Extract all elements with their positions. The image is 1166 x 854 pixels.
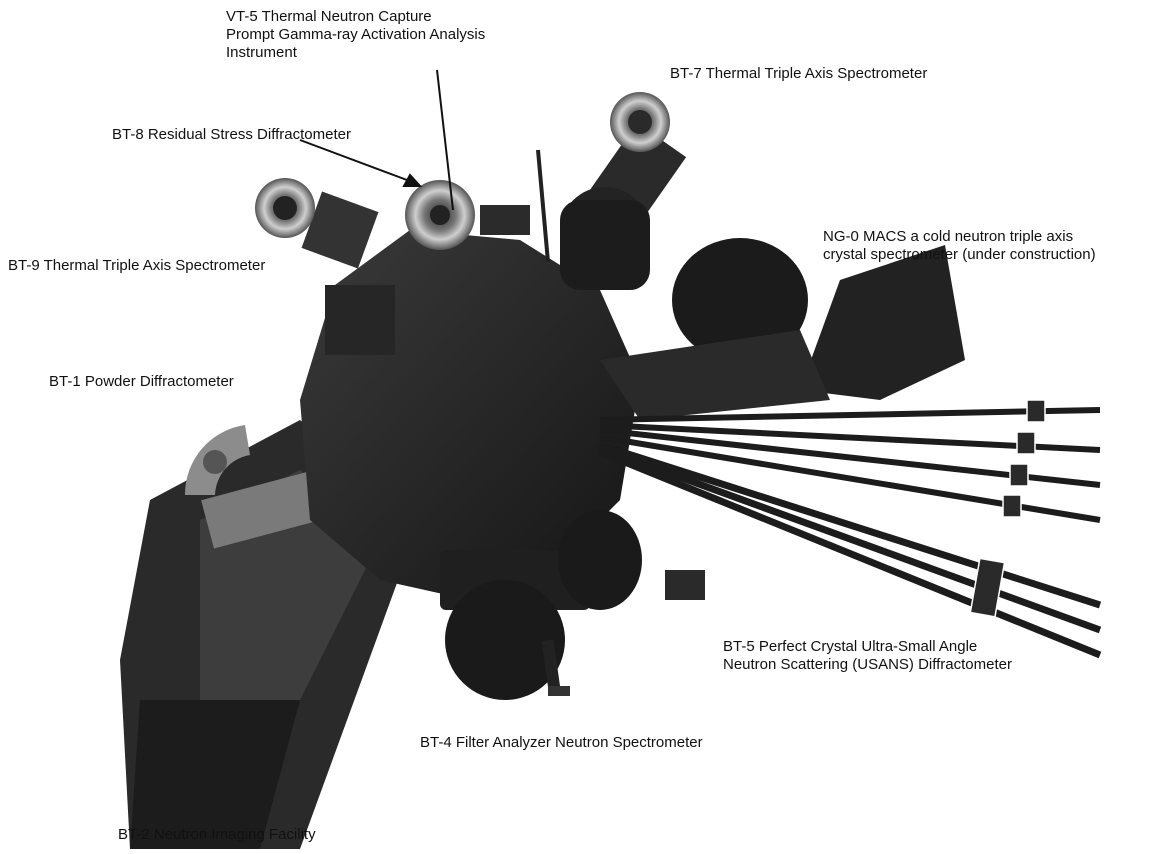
label-bt7: BT-7 Thermal Triple Axis Spectrometer: [670, 65, 927, 83]
ng0-macs: [600, 238, 965, 420]
label-vt5-line2: Prompt Gamma-ray Activation Analysis: [226, 26, 485, 44]
label-bt4: BT-4 Filter Analyzer Neutron Spectromete…: [420, 734, 703, 752]
bt9-triple-axis: [255, 178, 378, 268]
label-vt5-line3: Instrument: [226, 44, 485, 62]
label-bt1: BT-1 Powder Diffractometer: [49, 373, 234, 391]
label-bt8: BT-8 Residual Stress Diffractometer: [112, 126, 351, 144]
label-bt5-line2: Neutron Scattering (USANS) Diffractomete…: [723, 656, 1012, 674]
label-bt5: BT-5 Perfect Crystal Ultra-Small Angle N…: [723, 638, 1012, 674]
label-vt5: VT-5 Thermal Neutron Capture Prompt Gamm…: [226, 8, 485, 62]
label-ng0-line2: crystal spectrometer (under construction…: [823, 246, 1096, 264]
label-ng0: NG-0 MACS a cold neutron triple axis cry…: [823, 228, 1096, 264]
label-ng0-line1: NG-0 MACS a cold neutron triple axis: [823, 228, 1096, 246]
label-vt5-line1: VT-5 Thermal Neutron Capture: [226, 8, 485, 26]
label-bt9: BT-9 Thermal Triple Axis Spectrometer: [8, 257, 265, 275]
bt7-triple-axis: [560, 92, 686, 290]
label-bt2: BT-2 Neutron Imaging Facility: [118, 826, 316, 844]
label-bt5-line1: BT-5 Perfect Crystal Ultra-Small Angle: [723, 638, 1012, 656]
vertical-rods: [538, 150, 548, 262]
